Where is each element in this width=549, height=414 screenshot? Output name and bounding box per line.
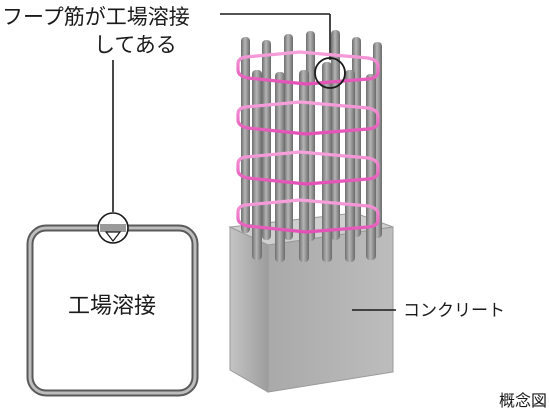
rebar-bar xyxy=(275,72,285,262)
rebar-bar xyxy=(299,70,309,262)
rebar-bar xyxy=(262,40,271,240)
rebar-bar xyxy=(366,74,376,260)
callout-line1: フープ筋が工場溶接 xyxy=(2,5,190,29)
callout-leader-top xyxy=(220,13,331,60)
weld-marker-detail xyxy=(97,212,129,244)
rebar-bar xyxy=(322,62,332,262)
concept-note: 概念図 xyxy=(499,391,547,410)
concrete-label: コンクリート xyxy=(403,301,505,321)
hoop-rings xyxy=(236,50,380,234)
rebar-bar xyxy=(345,70,355,262)
hoop-ring xyxy=(236,50,380,86)
callout-line2: してある xyxy=(94,33,177,57)
rebar-bar xyxy=(241,37,250,233)
hoop-ring xyxy=(236,150,380,186)
hoop-ring xyxy=(236,198,380,234)
hoop-ring xyxy=(236,100,380,136)
rebar-bar xyxy=(252,70,262,260)
rebar-bar xyxy=(284,34,293,240)
weld-marker-column xyxy=(314,57,346,89)
detail-label: 工場溶接 xyxy=(68,294,156,319)
